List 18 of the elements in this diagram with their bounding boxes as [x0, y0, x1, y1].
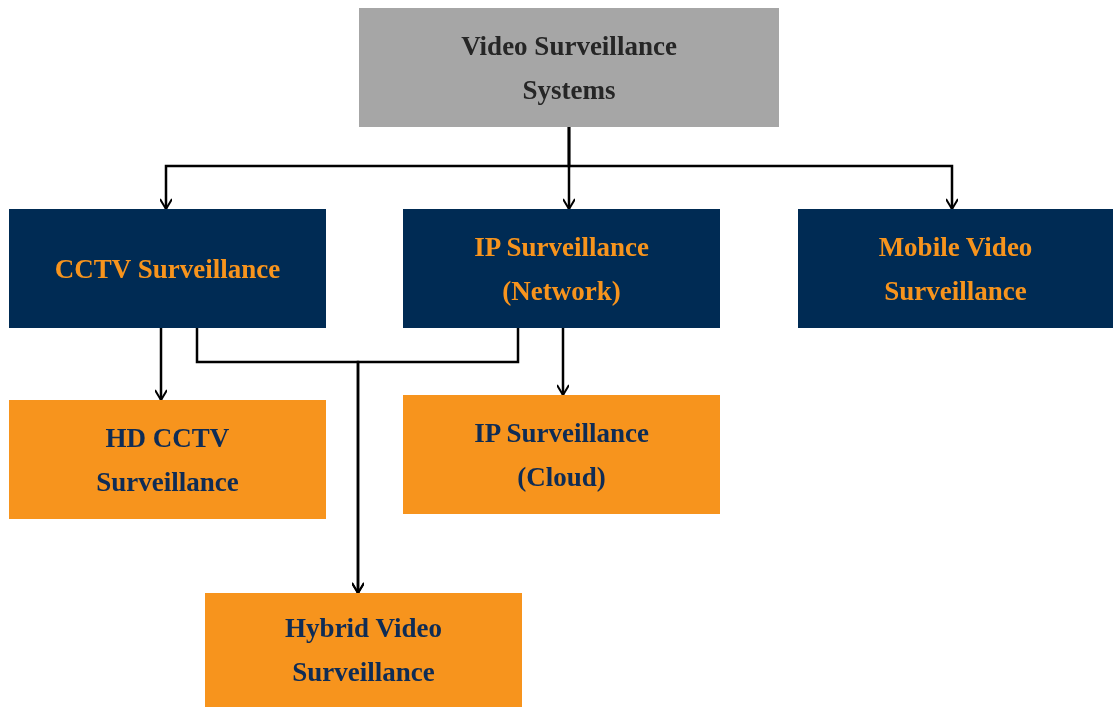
box-label: IP Surveillance (Cloud) [473, 416, 650, 494]
root-box [359, 8, 779, 127]
box-label: Video Surveillance Systems [460, 29, 678, 107]
box-label: Mobile Video Surveillance [877, 230, 1034, 308]
arrow [567, 127, 959, 210]
category-box [798, 209, 1113, 328]
arrow [154, 328, 168, 401]
arrow [556, 328, 570, 396]
arrow [351, 328, 520, 594]
subcategory-box [9, 400, 326, 519]
subcategory-box [205, 593, 522, 707]
box-label: HD CCTV Surveillance [95, 421, 240, 499]
subcategory-box [403, 395, 720, 514]
category-box [9, 209, 326, 328]
box-label: CCTV Surveillance [54, 252, 281, 286]
box-label: Hybrid Video Surveillance [284, 612, 443, 689]
category-box [403, 209, 720, 328]
box-label: IP Surveillance (Network) [473, 230, 650, 308]
